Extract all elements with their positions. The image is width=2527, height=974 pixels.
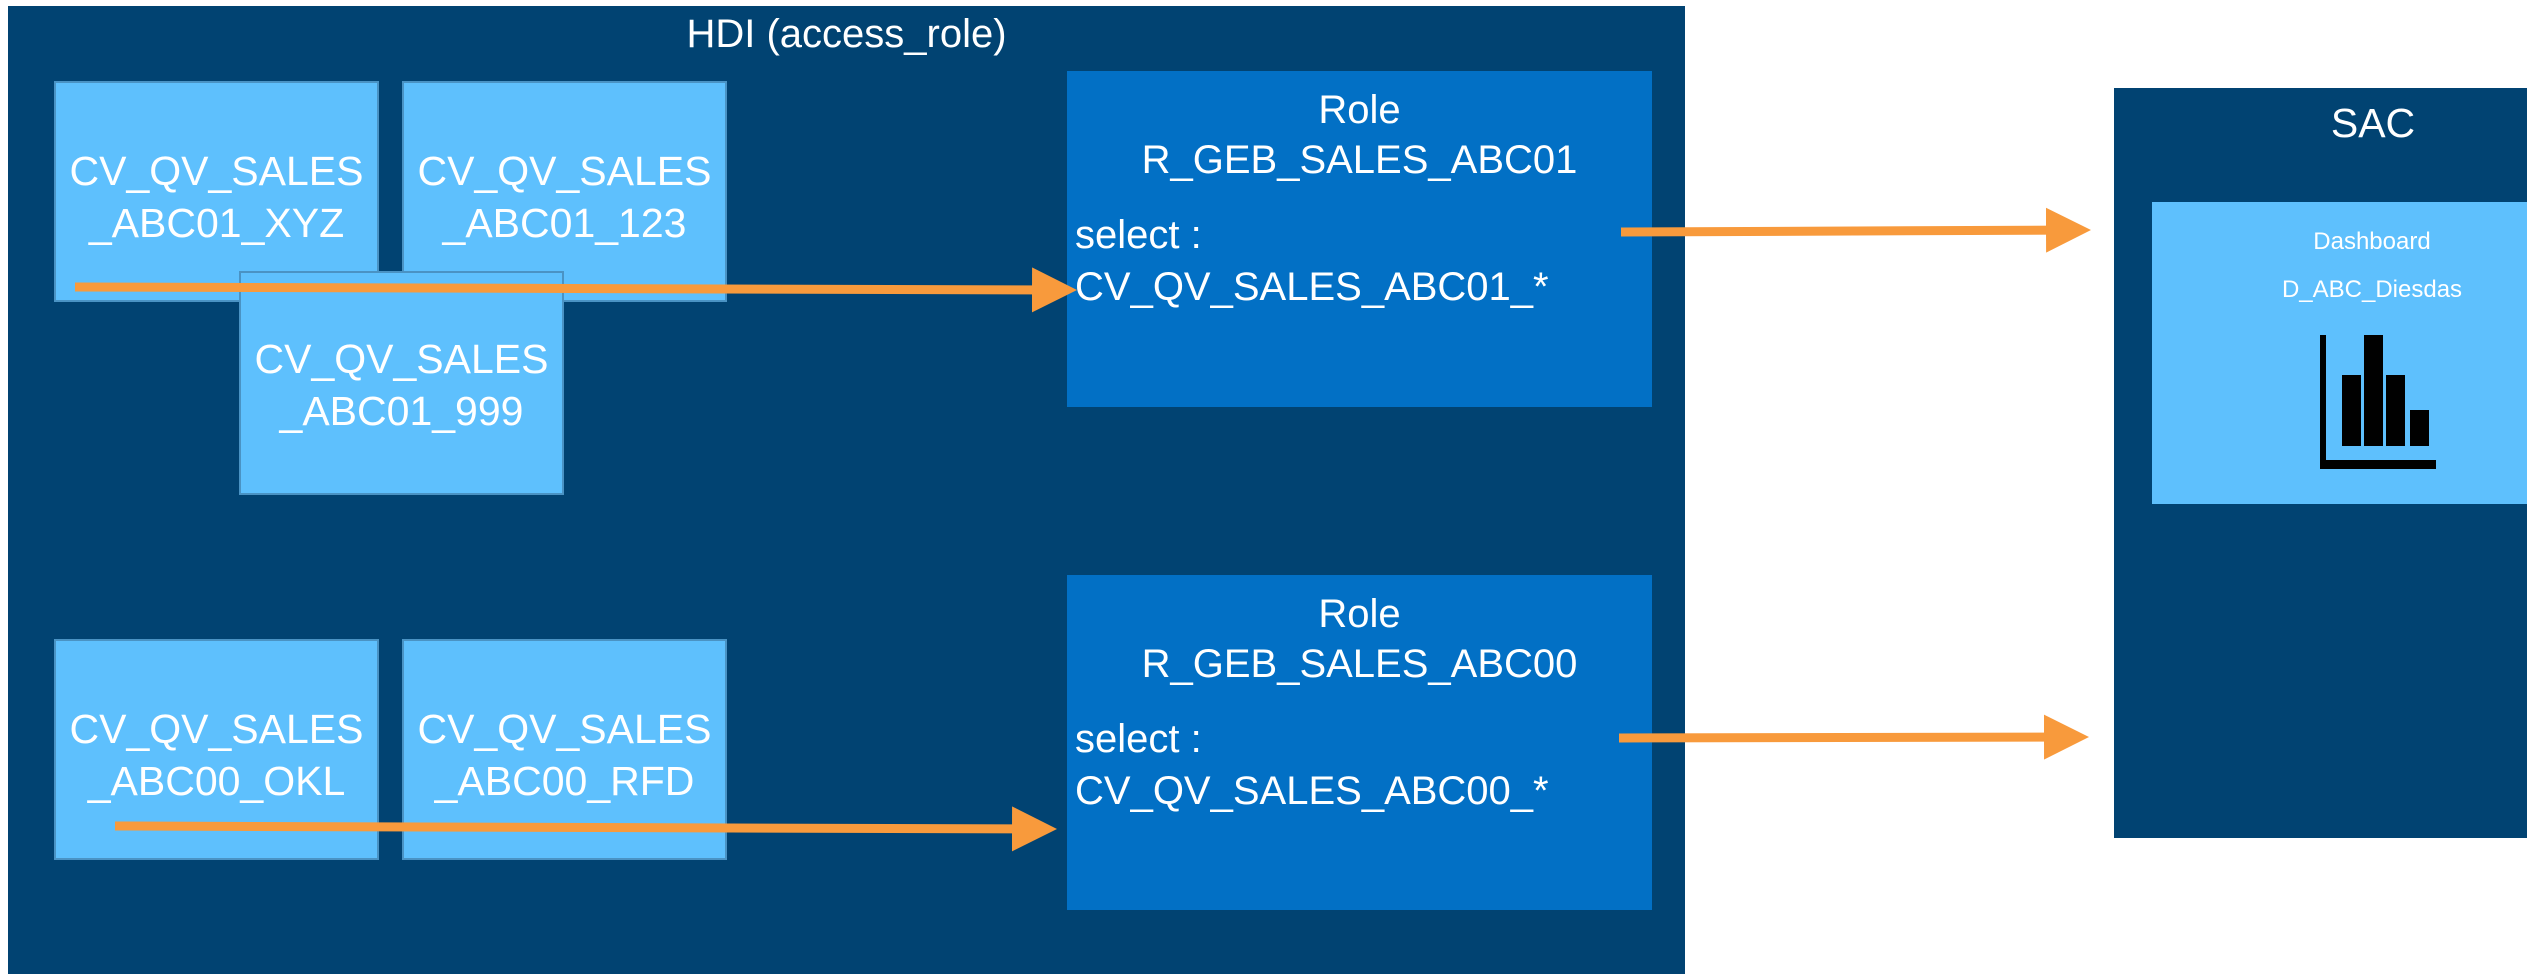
- bar-chart-icon: [2320, 335, 2436, 469]
- view-name-line1: CV_QV_SALES: [417, 148, 712, 194]
- arrow-role-abc01-to-sac: [1620, 207, 2091, 253]
- view-name-line1: CV_QV_SALES: [69, 706, 364, 752]
- role-select-value: CV_QV_SALES_ABC01_*: [1075, 265, 1549, 309]
- role-box-abc01: Role R_GEB_SALES_ABC01 select : CV_QV_SA…: [1067, 71, 1652, 407]
- view-name-line1: CV_QV_SALES: [254, 336, 549, 382]
- role-select-label: select :: [1075, 213, 1202, 257]
- arrow-views-abc01-to-role: [74, 267, 1077, 313]
- role-select-label: select :: [1075, 717, 1202, 761]
- view-name-line1: CV_QV_SALES: [69, 148, 364, 194]
- arrow-views-abc00-to-role: [114, 806, 1057, 852]
- role-name: R_GEB_SALES_ABC01: [1141, 138, 1578, 182]
- view-name-line2: _ABC00_OKL: [87, 758, 346, 804]
- view-name-line2: _ABC01_123: [442, 200, 687, 246]
- role-label: Role: [1318, 592, 1401, 636]
- role-box-abc00: Role R_GEB_SALES_ABC00 select : CV_QV_SA…: [1067, 575, 1652, 910]
- dashboard-label: Dashboard: [2313, 228, 2431, 255]
- view-box-abc01-999: CV_QV_SALES _ABC01_999: [239, 271, 564, 495]
- dashboard-name: D_ABC_Diesdas: [2281, 276, 2463, 303]
- sac-title: SAC: [2330, 100, 2416, 146]
- view-box-abc01-xyz: CV_QV_SALES _ABC01_XYZ: [54, 81, 379, 302]
- view-name-line1: CV_QV_SALES: [417, 706, 712, 752]
- role-label: Role: [1318, 88, 1401, 132]
- arrow-role-abc00-to-sac: [1618, 714, 2089, 760]
- hdi-title: HDI (access_role): [686, 12, 1007, 56]
- view-name-line2: _ABC01_999: [279, 388, 524, 434]
- role-name: R_GEB_SALES_ABC00: [1141, 642, 1578, 686]
- view-name-line2: _ABC00_RFD: [434, 758, 695, 804]
- dashboard-card: [2152, 202, 2527, 504]
- role-select-value: CV_QV_SALES_ABC00_*: [1075, 769, 1549, 813]
- view-box-abc01-123: CV_QV_SALES _ABC01_123: [402, 81, 727, 302]
- view-name-line2: _ABC01_XYZ: [88, 200, 345, 246]
